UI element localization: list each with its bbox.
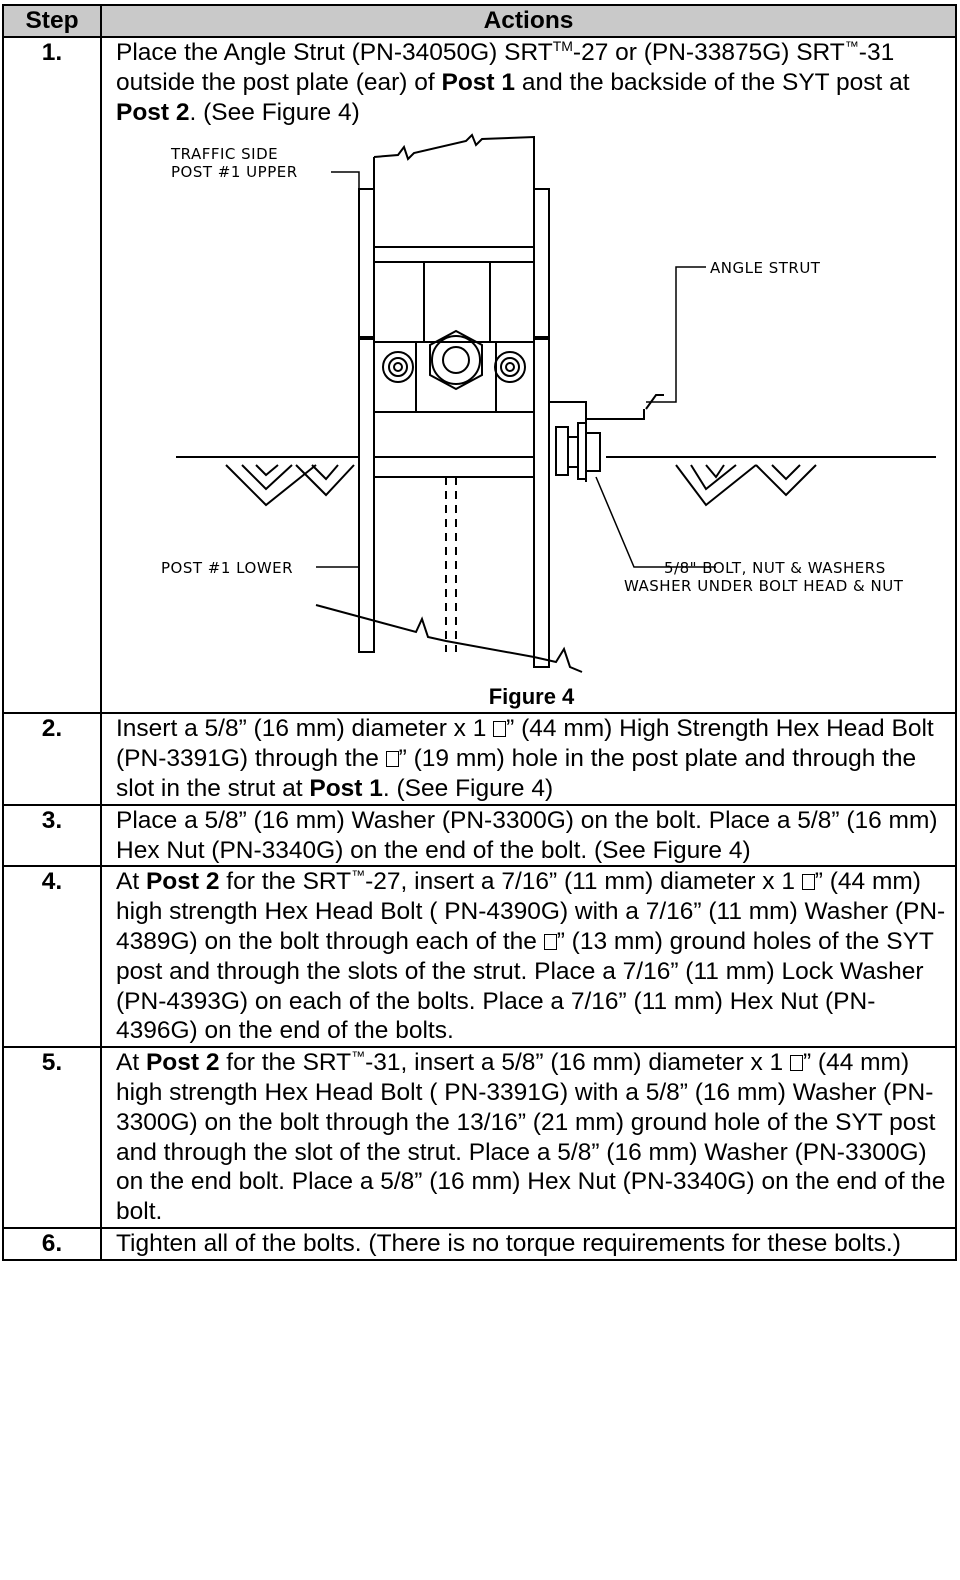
- step-action: At Post 2 for the SRT™-31, insert a 5/8”…: [100, 1046, 957, 1229]
- step-number: 3.: [2, 803, 102, 868]
- step-1-text: Place the Angle Strut (PN-34050G) SRTTM-…: [116, 37, 910, 126]
- label-washer-under: WASHER UNDER BOLT HEAD & NUT: [624, 577, 904, 595]
- angle-strut: [549, 394, 664, 483]
- step-number: 1.: [2, 35, 102, 715]
- step-action: At Post 2 for the SRT™-27, insert a 7/16…: [100, 865, 957, 1049]
- leader-lines: [316, 171, 716, 569]
- step-number: 4.: [2, 865, 102, 1049]
- missing-glyph-box: [801, 874, 815, 891]
- upper-post: [358, 133, 550, 344]
- label-bolt-nut-washers: 5/8" BOLT, NUT & WASHERS: [664, 559, 886, 577]
- step-action: Insert a 5/8” (16 mm) diameter x 1 ” (44…: [100, 712, 957, 806]
- missing-glyph-box: [543, 933, 557, 950]
- step-number: 2.: [2, 712, 102, 806]
- table-row: 2. Insert a 5/8” (16 mm) diameter x 1 ” …: [2, 712, 957, 806]
- step-number: 6.: [2, 1226, 102, 1261]
- missing-glyph-box: [385, 751, 399, 768]
- table-row: 6. Tighten all of the bolts. (There is n…: [2, 1226, 957, 1261]
- figure-caption: Figure 4: [488, 684, 575, 710]
- label-traffic-side: TRAFFIC SIDE: [170, 145, 278, 163]
- missing-glyph-box: [493, 721, 507, 738]
- post-assembly-drawing: TRAFFIC SIDE POST #1 UPPER ANGLE STRUT P…: [161, 133, 936, 674]
- step-action: Tighten all of the bolts. (There is no t…: [100, 1226, 957, 1261]
- table-row: 3. Place a 5/8” (16 mm) Washer (PN-3300G…: [2, 803, 957, 868]
- table-header-row: Step Actions: [2, 4, 957, 38]
- missing-glyph-box: [789, 1055, 803, 1072]
- label-post1-lower: POST #1 LOWER: [161, 559, 293, 577]
- post-plate: [373, 330, 535, 414]
- ground-line: [176, 456, 936, 507]
- step-action: Place the Angle Strut (PN-34050G) SRTTM-…: [100, 35, 957, 715]
- table-row: 4. At Post 2 for the SRT™-27, insert a 7…: [2, 865, 957, 1049]
- table-row: 5. At Post 2 for the SRT™-31, insert a 5…: [2, 1046, 957, 1229]
- label-angle-strut: ANGLE STRUT: [710, 259, 821, 277]
- header-step: Step: [2, 4, 102, 38]
- header-actions: Actions: [100, 4, 957, 38]
- figure-4: TRAFFIC SIDE POST #1 UPPER ANGLE STRUT P…: [116, 127, 947, 682]
- table-row: 1. Place the Angle Strut (PN-34050G) SRT…: [2, 35, 957, 715]
- label-post1-upper: POST #1 UPPER: [171, 163, 298, 181]
- lower-post: [315, 336, 583, 674]
- step-action: Place a 5/8” (16 mm) Washer (PN-3300G) o…: [100, 803, 957, 868]
- step-number: 5.: [2, 1046, 102, 1229]
- steps-table: Step Actions 1. Place the Angle Strut (P…: [2, 4, 957, 1261]
